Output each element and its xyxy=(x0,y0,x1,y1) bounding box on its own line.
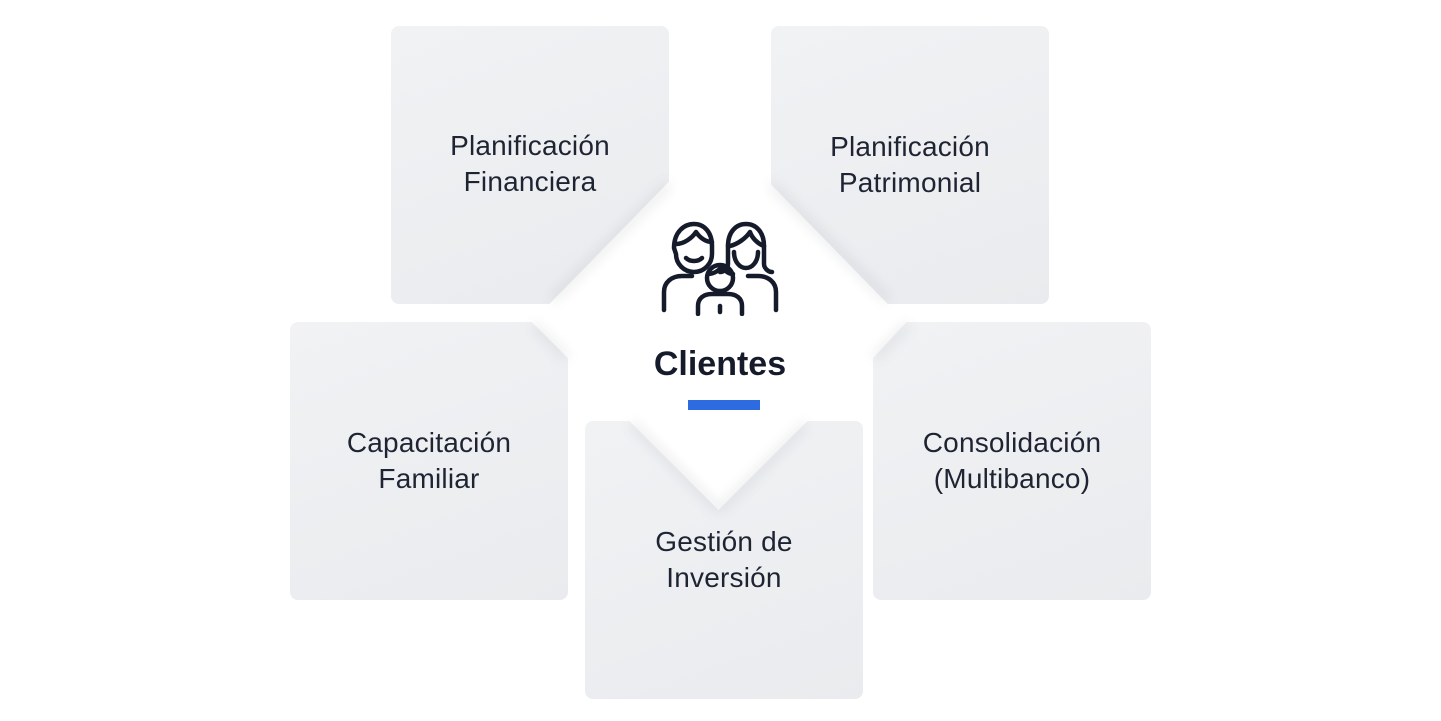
card-label-line1: Planificación xyxy=(830,131,990,162)
card-label-line2: Patrimonial xyxy=(838,167,982,198)
accent-underline xyxy=(688,400,760,410)
card-label: Consolidación (Multibanco) xyxy=(873,425,1151,497)
card-planificacion-patrimonial: Planificación Patrimonial xyxy=(771,26,1049,304)
card-consolidacion-multibanco: Consolidación (Multibanco) xyxy=(873,322,1151,600)
card-label-line2: Financiera xyxy=(463,166,597,197)
card-label-line1: Gestión de xyxy=(655,526,793,557)
card-capacitacion-familiar: Capacitación Familiar xyxy=(290,322,568,600)
card-label-line2: (Multibanco) xyxy=(933,463,1091,494)
card-label-line2: Inversión xyxy=(666,562,782,593)
card-label-line1: Planificación xyxy=(450,130,610,161)
card-label-line1: Capacitación xyxy=(346,427,512,458)
card-label: Planificación Financiera xyxy=(391,128,669,200)
card-label: Planificación Patrimonial xyxy=(771,129,1049,201)
card-gestion-de-inversion: Gestión de Inversión xyxy=(585,421,863,699)
card-label: Gestión de Inversión xyxy=(585,524,863,596)
center-title: Clientes xyxy=(653,345,787,383)
card-label: Capacitación Familiar xyxy=(290,425,568,497)
card-planificacion-financiera: Planificación Financiera xyxy=(391,26,669,304)
card-label-line2: Familiar xyxy=(378,463,480,494)
card-label-line1: Consolidación xyxy=(922,427,1102,458)
family-icon xyxy=(661,221,779,316)
